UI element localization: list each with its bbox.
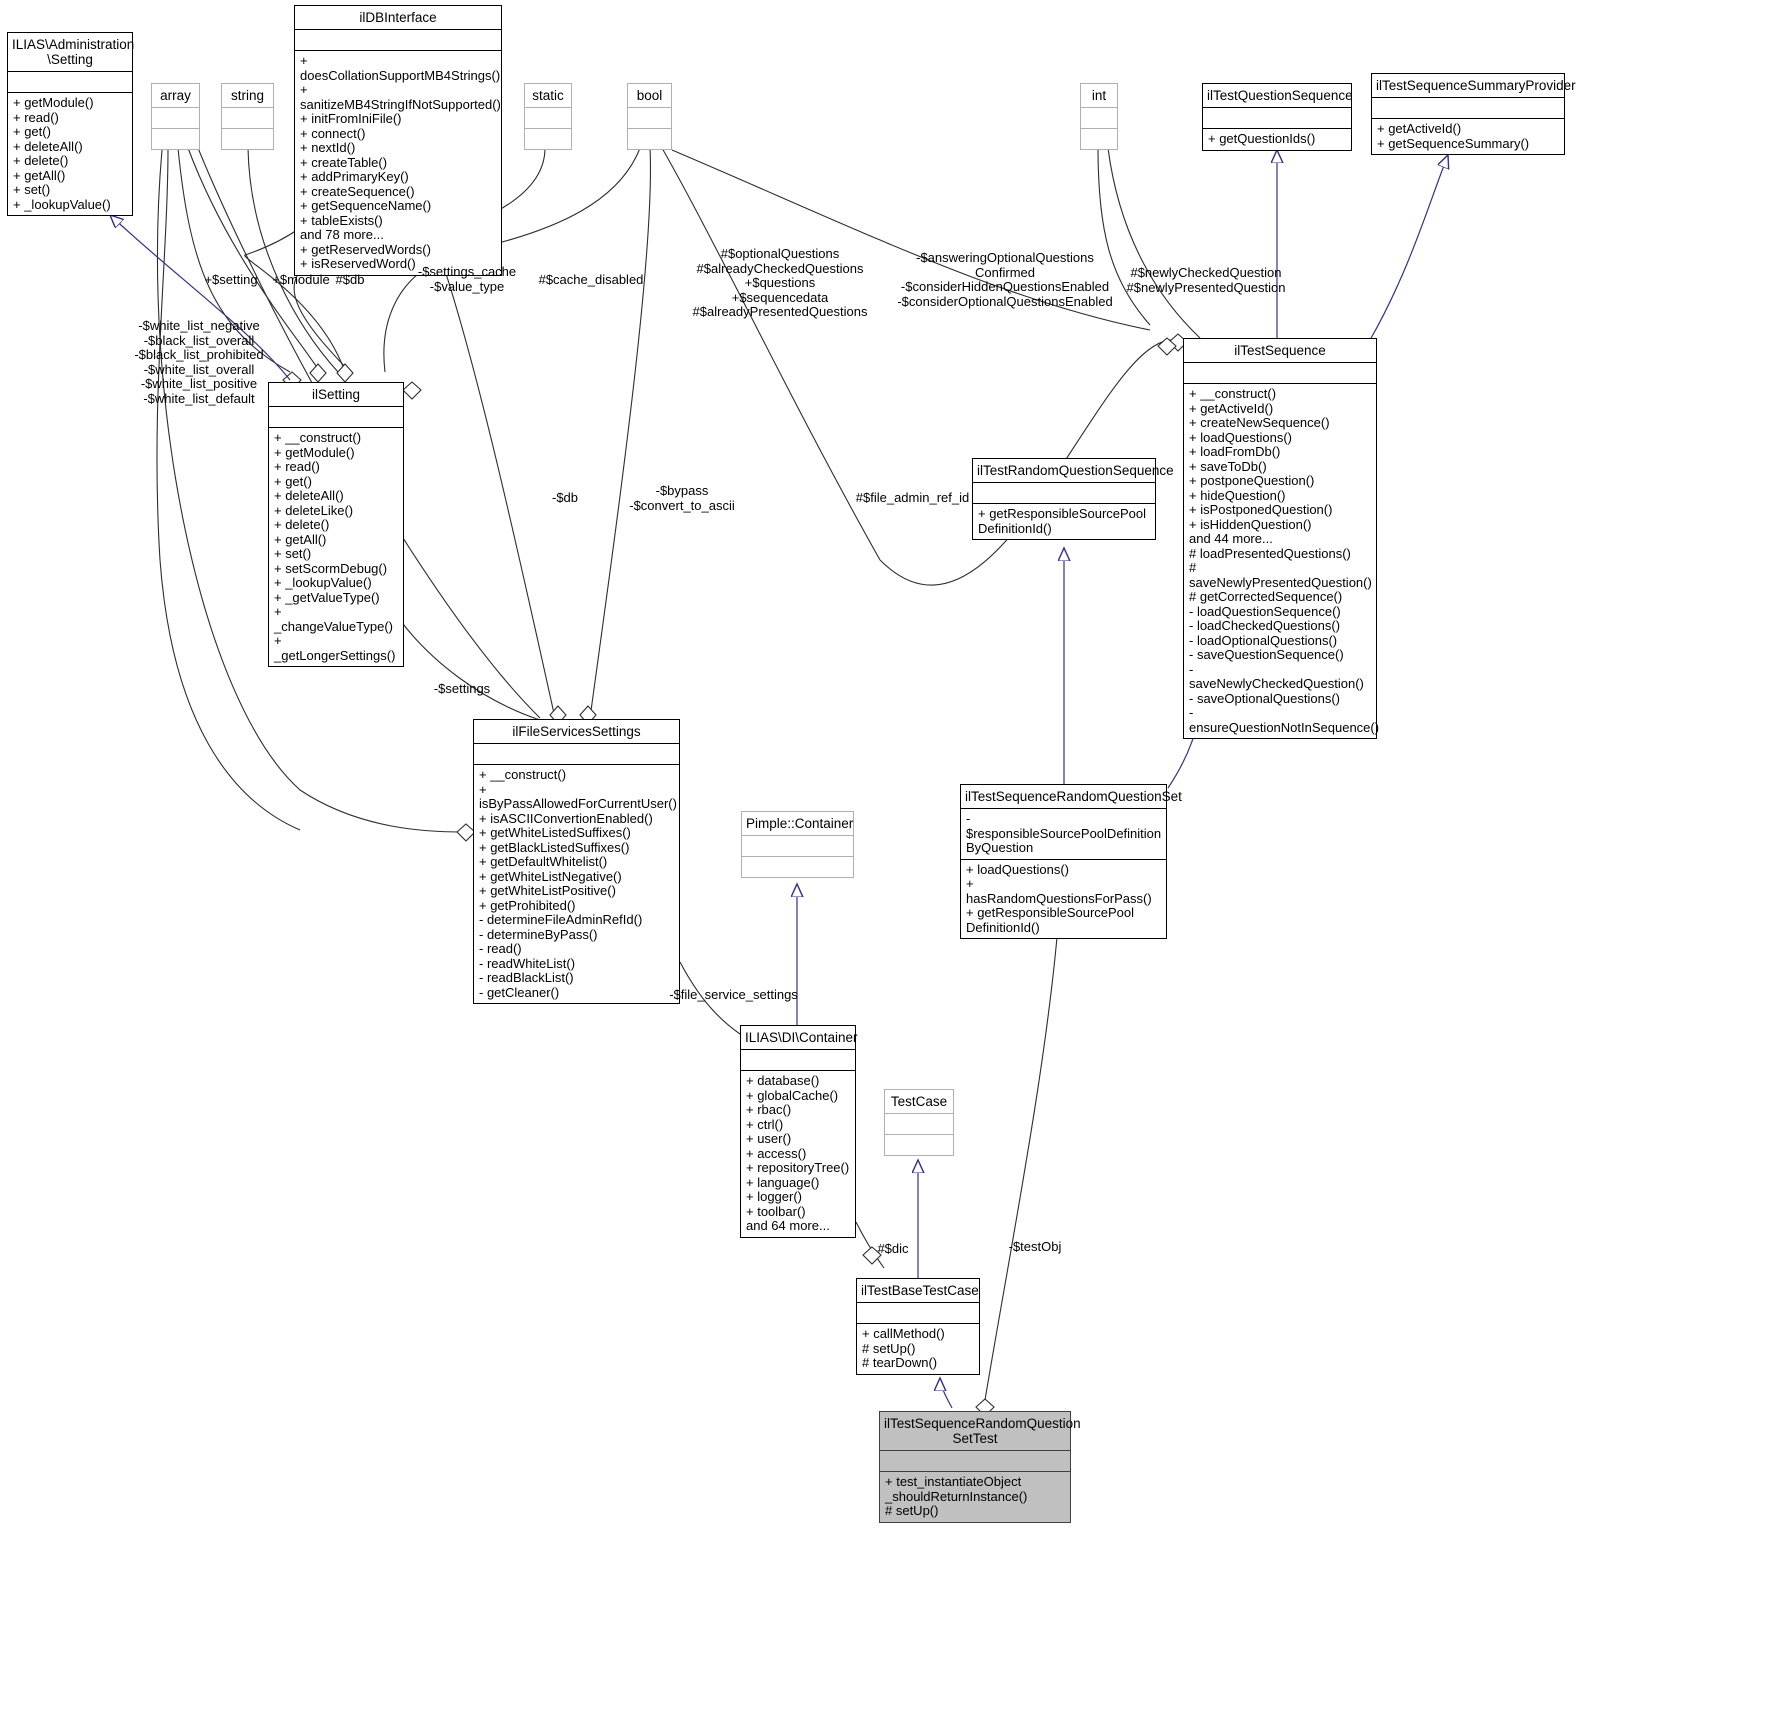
class-operations: + test_instantiateObject _shouldReturnIn… [885,1474,1028,1518]
class-operations: + getModule() + read() + get() + deleteA… [13,95,111,212]
class-attributes [1081,108,1117,129]
class-operations: + database() + globalCache() + rbac() + … [746,1073,850,1233]
class-operations: + getResponsibleSourcePool DefinitionId(… [978,506,1147,536]
class-operations [1081,129,1117,149]
class-title: ilTestSequenceSummaryProvider [1372,74,1576,98]
edge-label-testobj: -$testObj [1008,1239,1062,1254]
class-node-ilias-di-container[interactable]: ILIAS\DI\Container + database() + global… [740,1025,858,1238]
class-title: Pimple::Container [742,812,853,836]
class-attributes [1372,98,1564,119]
edge-label-db-top: #$db [335,272,365,287]
class-title: ilTestSequence [1184,339,1376,363]
class-operations: + __construct() + getActiveId() + create… [1189,386,1380,735]
class-node-ilfileservicessettings[interactable]: ilFileServicesSettings + __construct() +… [473,719,680,1004]
class-attributes [474,744,679,765]
class-operations: + __construct() + isByPassAllowedForCurr… [479,767,677,1000]
edge-label-settings-cache: -$settings_cache -$value_type [417,264,517,294]
class-operations: + loadQuestions() + hasRandomQuestionsFo… [966,861,1152,935]
class-attributes [885,1114,953,1135]
class-title: ilSetting [269,383,403,407]
class-node-string[interactable]: string [221,83,274,150]
class-title: ilTestQuestionSequence [1203,84,1353,108]
class-title: array [152,84,199,108]
class-attributes [880,1451,1070,1472]
class-title: ILIAS\DI\Container [741,1026,858,1050]
class-operations: + doesCollationSupportMB4Strings() + san… [300,53,501,271]
edge-label-answering-optional: -$answeringOptionalQuestions Confirmed -… [897,250,1113,309]
class-title: string [222,84,273,108]
class-attributes: - $responsibleSourcePoolDefinition ByQue… [961,809,1166,860]
class-node-static[interactable]: static [524,83,572,150]
class-operations: + __construct() + getModule() + read() +… [274,430,396,663]
edge-label-dic: #$dic [877,1241,909,1256]
class-operations [152,129,199,149]
class-attributes [152,108,199,129]
class-attributes [973,483,1155,504]
class-title: ilTestSequenceRandomQuestionSet [961,785,1182,809]
class-title: ilTestBaseTestCase [857,1279,979,1303]
class-title: ilTestSequenceRandomQuestion SetTest [880,1412,1081,1451]
class-attributes [857,1303,979,1324]
class-attributes [1184,363,1376,384]
edge-label-settings: -$settings [433,681,491,696]
class-attributes [1203,108,1351,129]
class-operations [885,1135,953,1155]
class-attributes [8,72,132,93]
class-node-iltestquestionsequence[interactable]: ilTestQuestionSequence + getQuestionIds(… [1202,83,1353,151]
class-node-iltestsequencerandomquestionsettest[interactable]: ilTestSequenceRandomQuestion SetTest + t… [879,1411,1081,1523]
class-title: int [1081,84,1117,108]
edge-label-file-admin-ref-id: #$file_admin_ref_id [855,490,970,505]
class-node-int[interactable]: int [1080,83,1118,150]
edge-label-white-list: -$white_list_negative -$black_list_overa… [134,318,264,406]
class-node-iltestsequencesummaryprovider[interactable]: ilTestSequenceSummaryProvider + getActiv… [1371,73,1576,155]
class-operations: + callMethod() # setUp() # tearDown() [862,1326,945,1370]
edge-label-module: +$module [272,272,330,287]
class-attributes [741,1050,855,1071]
class-title: TestCase [885,1090,953,1114]
class-node-iltestrandomquestionsequence[interactable]: ilTestRandomQuestionSequence + getRespon… [972,458,1174,540]
edge-label-newly-checked: #$newlyCheckedQuestion #$newlyPresentedQ… [1126,265,1286,295]
class-node-array[interactable]: array [151,83,200,150]
class-node-iltestsequence[interactable]: ilTestSequence + __construct() + getActi… [1183,338,1380,739]
class-title: ilFileServicesSettings [474,720,679,744]
edge-label-db-mid: -$db [551,490,579,505]
class-title: ilTestRandomQuestionSequence [973,459,1174,483]
edge-label-optional-questions: #$optionalQuestions #$alreadyCheckedQues… [692,246,868,319]
class-attributes [742,836,853,857]
class-attributes [525,108,571,129]
class-title: ilDBInterface [295,6,501,30]
class-node-testcase[interactable]: TestCase [884,1089,954,1156]
edge-label-setting: +$setting [204,272,258,287]
class-node-ilsetting[interactable]: ilSetting + __construct() + getModule() … [268,382,404,667]
class-operations [628,129,671,149]
class-attributes [628,108,671,129]
class-attributes [222,108,273,129]
class-operations: + getActiveId() + getSequenceSummary() [1377,121,1530,151]
class-title: bool [628,84,671,108]
class-node-iltestsequencerandomquestionset[interactable]: ilTestSequenceRandomQuestionSet - $respo… [960,784,1182,939]
class-attributes [269,407,403,428]
class-node-bool[interactable]: bool [627,83,672,150]
edge-label-cache-disabled: #$cache_disabled [538,272,644,287]
edge-label-file-service-settings: -$file_service_settings [669,987,798,1002]
class-node-iltestbasetestcase[interactable]: ilTestBaseTestCase + callMethod() # setU… [856,1278,980,1375]
class-node-pimple-container[interactable]: Pimple::Container [741,811,854,878]
class-node-ilias-administration-setting[interactable]: ILIAS\Administration \Setting + getModul… [7,32,134,216]
class-title: static [525,84,571,108]
class-operations [525,129,571,149]
class-operations: + getQuestionIds() [1208,131,1316,146]
class-node-ildbinterface[interactable]: ilDBInterface + doesCollationSupportMB4S… [294,5,502,276]
class-operations [222,129,273,149]
class-attributes [295,30,501,51]
class-title: ILIAS\Administration \Setting [8,33,134,72]
edge-label-bypass: -$bypass -$convert_to_ascii [629,483,735,513]
class-operations [742,857,853,877]
